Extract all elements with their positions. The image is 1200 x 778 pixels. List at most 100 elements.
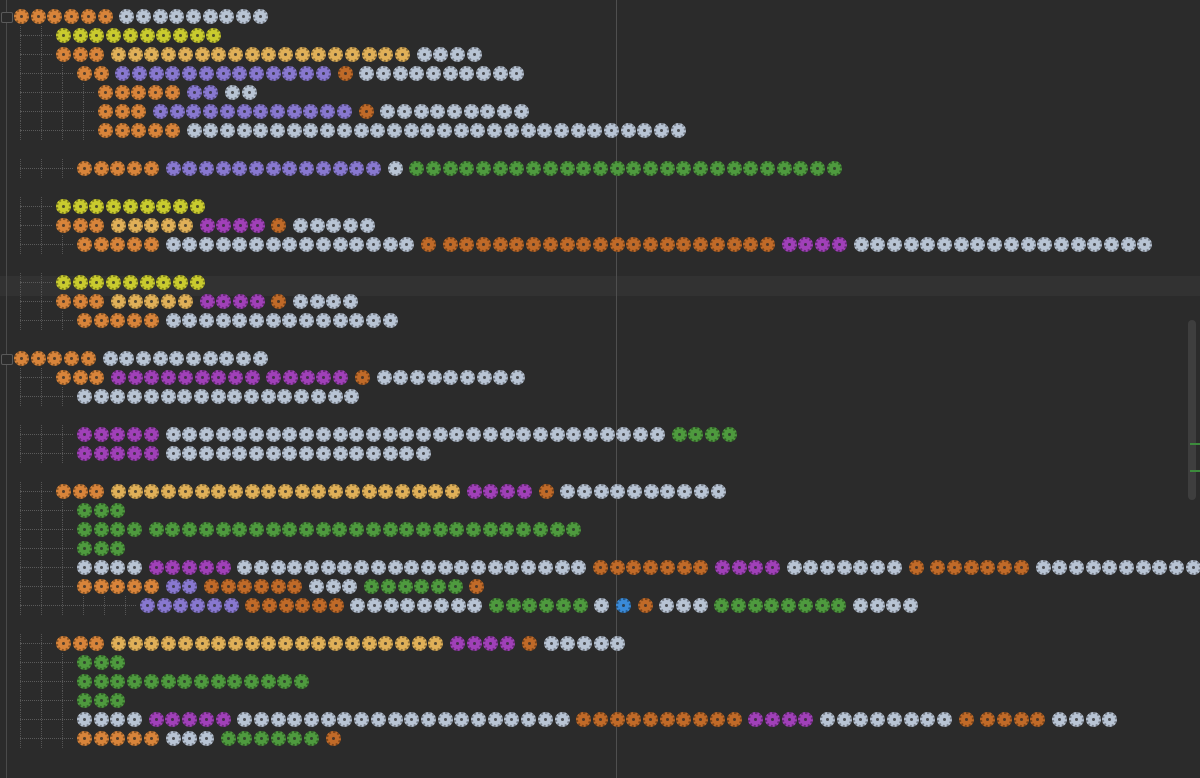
glyph-disc-icon [394,484,410,499]
indent-leader [20,738,73,740]
glyph-disc-icon [311,598,327,613]
vertical-scrollbar[interactable] [1186,0,1200,778]
token-operator [354,368,372,387]
token-default [359,64,526,83]
glyph-disc-icon [382,446,398,461]
glyph-disc-icon [416,427,431,442]
glyph-disc-icon [903,712,919,727]
glyph-disc-icon [554,712,570,727]
glyph-disc-icon [110,313,126,328]
token-default [165,729,216,748]
code-line[interactable] [0,197,1200,216]
glyph-disc-icon [411,484,427,499]
code-line[interactable] [0,653,1200,672]
fold-toggle-icon[interactable] [1,12,13,23]
code-line[interactable] [0,387,1200,406]
glyph-disc-icon [110,655,126,670]
glyph-disc-icon [626,560,642,575]
glyph-disc-icon [593,560,608,575]
code-line[interactable] [0,330,1200,349]
code-line[interactable] [0,292,1200,311]
code-line[interactable] [0,273,1200,292]
glyph-disc-icon [428,636,444,651]
code-line[interactable] [0,159,1200,178]
glyph-disc-icon [453,123,469,138]
code-line[interactable] [0,482,1200,501]
token-operator [442,235,777,254]
glyph-disc-icon [93,313,109,328]
glyph-disc-icon [143,389,159,404]
glyph-disc-icon [143,427,159,442]
code-line[interactable] [0,121,1200,140]
code-line[interactable] [0,463,1200,482]
glyph-disc-icon [349,427,365,442]
code-line[interactable] [0,45,1200,64]
code-line[interactable] [0,140,1200,159]
indent-leader [20,719,73,721]
code-line[interactable] [0,64,1200,83]
code-line[interactable] [0,520,1200,539]
glyph-disc-icon [349,237,365,252]
glyph-disc-icon [503,123,519,138]
code-line[interactable] [0,216,1200,235]
code-line[interactable] [0,615,1200,634]
glyph-disc-icon [500,484,516,499]
code-line[interactable] [0,558,1200,577]
token-variable [111,292,195,311]
glyph-disc-icon [265,427,281,442]
code-line[interactable] [0,710,1200,729]
glyph-disc-icon [144,636,160,651]
code-line[interactable] [0,691,1200,710]
code-line[interactable] [0,311,1200,330]
glyph-disc-icon [111,218,127,233]
code-line[interactable] [0,7,1200,26]
code-line[interactable] [0,425,1200,444]
code-line[interactable] [0,577,1200,596]
glyph-disc-icon [265,446,281,461]
code-line[interactable] [0,444,1200,463]
glyph-disc-icon [430,104,446,119]
glyph-disc-icon [220,579,236,594]
code-line[interactable] [0,406,1200,425]
glyph-disc-icon [413,104,429,119]
code-line[interactable] [0,254,1200,273]
code-line[interactable] [0,102,1200,121]
code-line[interactable] [0,596,1200,615]
glyph-disc-icon [538,484,554,499]
glyph-disc-icon [509,161,525,176]
indent-leader [20,206,52,208]
glyph-disc-icon [111,370,127,385]
code-line[interactable] [0,235,1200,254]
glyph-disc-icon [643,560,659,575]
scrollbar-thumb[interactable] [1188,320,1196,500]
glyph-disc-icon [570,123,586,138]
token-default [1035,558,1200,577]
glyph-disc-icon [127,522,143,537]
code-line[interactable] [0,634,1200,653]
glyph-disc-icon [127,370,143,385]
code-line[interactable] [0,368,1200,387]
glyph-disc-icon [299,66,315,81]
code-line[interactable] [0,729,1200,748]
glyph-disc-icon [537,712,553,727]
token-highlight [615,596,633,615]
code-line[interactable] [0,349,1200,368]
glyph-disc-icon [219,9,235,24]
token-default [119,7,269,26]
code-line[interactable] [0,83,1200,102]
token-keyword [77,311,161,330]
glyph-disc-icon [206,28,222,43]
glyph-disc-icon [383,598,399,613]
token-operator [958,710,976,729]
code-line[interactable] [0,672,1200,691]
glyph-disc-icon [223,598,239,613]
code-line[interactable] [0,26,1200,45]
glyph-disc-icon [244,674,259,689]
code-line[interactable] [0,501,1200,520]
glyph-disc-icon [89,484,105,499]
code-line[interactable] [0,178,1200,197]
code-line[interactable] [0,539,1200,558]
fold-toggle-icon[interactable] [1,354,13,365]
glyph-disc-icon [186,123,202,138]
